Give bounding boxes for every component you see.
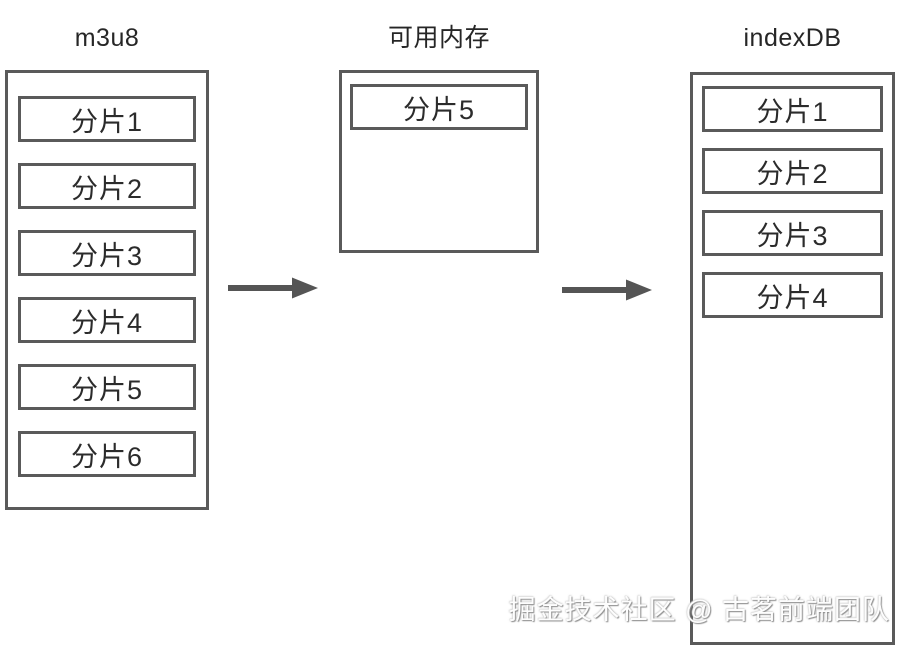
arrow-right-icon: [228, 277, 318, 299]
indexdb-slice-4: 分片4: [702, 272, 883, 318]
m3u8-slice-1: 分片1: [18, 96, 196, 142]
m3u8-slice-6: 分片6: [18, 431, 196, 477]
m3u8-container: 分片1 分片2 分片3 分片4 分片5 分片6: [5, 70, 209, 510]
m3u8-slice-5: 分片5: [18, 364, 196, 410]
column-title-m3u8: m3u8: [74, 24, 140, 52]
indexdb-slice-2: 分片2: [702, 148, 883, 194]
indexdb-slice-1: 分片1: [702, 86, 883, 132]
column-title-available-memory: 可用内存: [387, 24, 490, 52]
available-memory-container: 分片5: [339, 70, 539, 253]
indexdb-container: 分片1 分片2 分片3 分片4: [690, 72, 895, 645]
m3u8-slice-2: 分片2: [18, 163, 196, 209]
m3u8-slice-4: 分片4: [18, 297, 196, 343]
indexdb-slice-3: 分片3: [702, 210, 883, 256]
watermark: 掘金技术社区 @ 古茗前端团队: [508, 595, 890, 625]
memory-slice-5: 分片5: [350, 84, 528, 130]
column-title-indexdb: indexDB: [743, 24, 842, 52]
arrow-head: [626, 279, 652, 301]
arrow-right-icon: [562, 279, 652, 301]
arrow-head: [292, 277, 318, 299]
m3u8-slice-3: 分片3: [18, 230, 196, 276]
